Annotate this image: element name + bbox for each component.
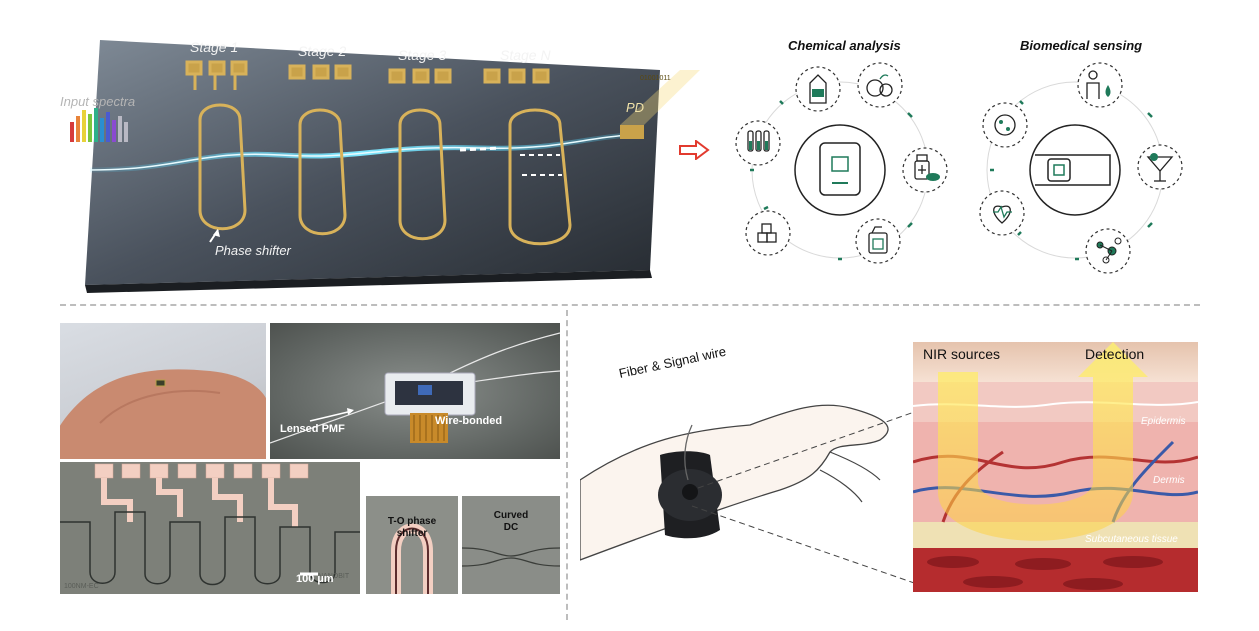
stage-3-label: Stage 3: [398, 47, 446, 63]
fruit-icon: [866, 74, 893, 97]
nir-sources-label: NIR sources: [923, 346, 1001, 362]
mzi-stage-1: [185, 60, 248, 231]
input-spectra-icon: [70, 108, 128, 142]
dc-label-1: Curved: [493, 510, 529, 521]
microscope-chip-photo: 100NM-EC NANOBIT 100 µm: [60, 462, 360, 594]
chemical-title: Chemical analysis: [788, 38, 901, 53]
subcutaneous-label: Subcutaneous tissue: [1085, 534, 1178, 545]
lensed-pmf-label: Lensed PMF: [280, 423, 345, 435]
wire-bonded-label: Wire-bonded: [435, 415, 503, 427]
stage-n-label: Stage N: [500, 47, 551, 63]
vertical-divider: [566, 310, 568, 620]
cocktail-icon: [1146, 153, 1174, 182]
center-circle: [1029, 124, 1121, 216]
person-drop-icon: [1086, 70, 1111, 99]
chip-illustration: Stage 1 Stage 2 Stage 3 Stage N Input sp…: [60, 39, 700, 293]
to-label-2: shifter: [396, 528, 428, 539]
watch-icon: [1035, 154, 1111, 186]
detection-label: Detection: [1085, 346, 1145, 362]
molecule-icon: [1096, 237, 1122, 264]
fingertip-photo: [60, 323, 266, 459]
horizontal-divider: [60, 304, 1200, 306]
test-tubes-icon: [747, 130, 770, 152]
light-path: [928, 342, 1148, 541]
stage-1-label: Stage 1: [190, 39, 238, 55]
to-label-1: T-O phase: [387, 516, 437, 527]
red-arrow-icon: [679, 140, 710, 160]
packaged-module-photo: Lensed PMF Wire-bonded: [270, 323, 560, 459]
tiny-chip: [155, 379, 166, 387]
epidermis-label: Epidermis: [1141, 416, 1186, 427]
chip-substrate: [85, 40, 660, 285]
phase-shifter-label: Phase shifter: [215, 243, 292, 258]
arm-outline: [580, 404, 889, 561]
pd-label: PD: [626, 100, 644, 115]
heart-pulse-icon: [993, 205, 1012, 224]
biomedical-sensing-diagram: [979, 62, 1183, 274]
fiber-signal-label: Fiber & Signal wire: [618, 344, 728, 381]
cubes-icon: [757, 223, 777, 243]
dc-label-2: DC: [503, 522, 519, 533]
skin-crosssection: NIR sources Detection Epidermis Dermis S…: [913, 342, 1198, 592]
chip-icon: [819, 142, 861, 196]
input-spectra-label: Input spectra: [60, 94, 135, 109]
muscle-layer: [913, 548, 1198, 592]
chemical-analysis-diagram: [735, 62, 948, 264]
stage-2-label: Stage 2: [298, 43, 346, 59]
scale-bar-label: 100 µm: [296, 573, 334, 585]
to-phase-shifter-photo: T-O phase shifter: [366, 496, 458, 594]
photodetector: [620, 125, 644, 139]
mzi-stage-3: [388, 68, 452, 241]
wrist-illustration: Fiber & Signal wire: [580, 344, 920, 586]
biomedical-title: Biomedical sensing: [1020, 38, 1143, 53]
chip-text-left: 100NM-EC: [64, 583, 99, 590]
mzi-stage-2: [288, 64, 352, 236]
medicine-icon: [914, 154, 940, 181]
bacteria-icon: [994, 114, 1016, 136]
mzi-stage-n: [483, 68, 572, 246]
fuel-can-icon: [868, 226, 888, 254]
milk-carton-icon: [809, 74, 827, 104]
curved-dc-photo: Curved DC: [462, 496, 560, 594]
chip-text-right: NANOBIT: [318, 573, 350, 580]
dermis-label: Dermis: [1153, 475, 1185, 486]
bits-label: 01001011: [640, 75, 671, 82]
